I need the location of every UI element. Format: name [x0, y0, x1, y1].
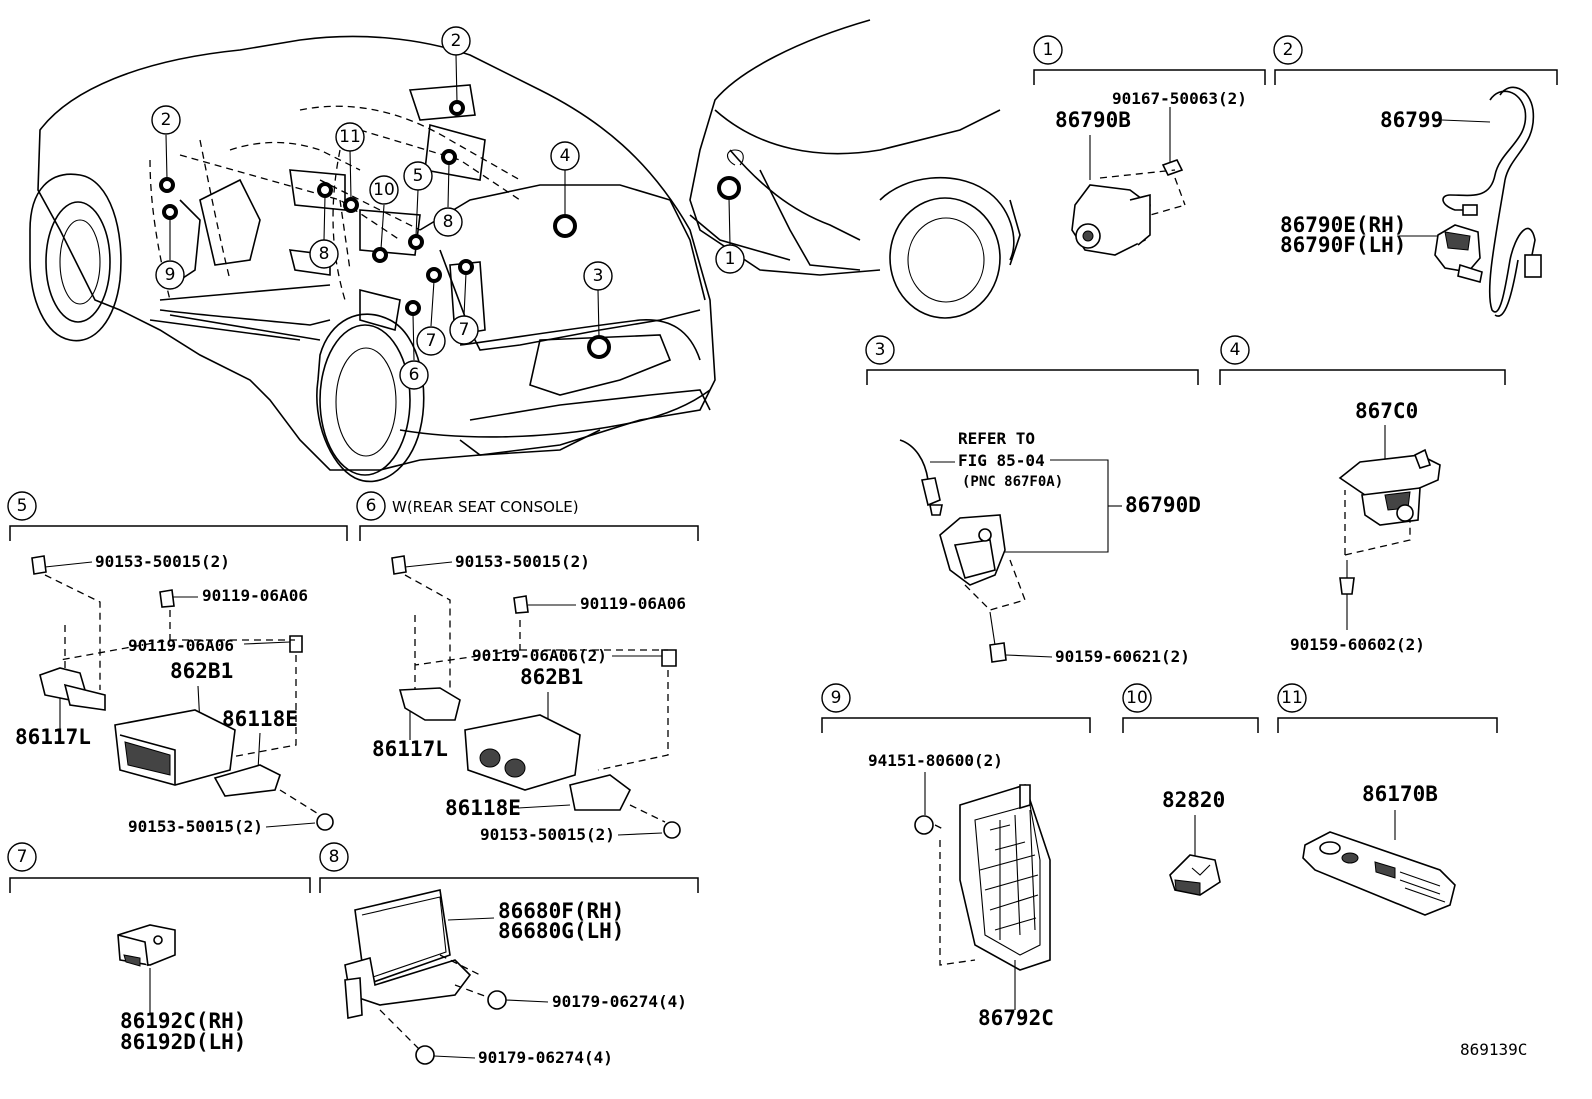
part-86792C: 86792C: [978, 1006, 1054, 1030]
svg-text:3: 3: [593, 266, 604, 286]
svg-text:9: 9: [165, 265, 176, 285]
part-86790D: 86790D: [1125, 493, 1201, 517]
part-86192D: 86192D(LH): [120, 1030, 246, 1054]
section-2-side-camera: 86799 86790E(RH) 86790F(LH): [1280, 86, 1542, 317]
callout-5: 5: [403, 161, 433, 191]
svg-text:5: 5: [413, 166, 424, 186]
section-1-front-camera: 90167-50063(2) 86790B: [1055, 89, 1247, 256]
callout-7a: 7: [449, 315, 479, 345]
callout-1: 1: [715, 244, 745, 274]
section-5-number: 5: [17, 496, 28, 516]
part-90159-60621: 90159-60621(2): [1055, 647, 1190, 666]
part-86192C: 86192C(RH): [120, 1009, 246, 1033]
svg-text:8: 8: [319, 244, 330, 264]
refer-to-line-2: FIG 85-04: [958, 451, 1045, 470]
part-94151-80600: 94151-80600(2): [868, 751, 1003, 770]
part-s5-86118E: 86118E: [222, 707, 298, 731]
callout-8b: 8: [433, 207, 463, 237]
section-6-number: 6: [366, 496, 377, 516]
part-86790E: 86790E(RH): [1280, 213, 1406, 237]
part-s6-90153-d: 90153-50015(2): [480, 825, 615, 844]
svg-text:11: 11: [339, 127, 361, 147]
part-s6-90153-a: 90153-50015(2): [455, 552, 590, 571]
callout-7b: 7: [416, 326, 446, 356]
svg-text:4: 4: [560, 146, 571, 166]
part-90167-50063: 90167-50063(2): [1112, 89, 1247, 108]
section-3-number: 3: [875, 340, 886, 360]
part-s5-90153-a: 90153-50015(2): [95, 552, 230, 571]
section-7-number: 7: [17, 847, 28, 867]
part-s8-90179-b: 90179-06274(4): [478, 1048, 613, 1067]
callout-4: 4: [550, 141, 580, 171]
part-s5-90153-d: 90153-50015(2): [128, 817, 263, 836]
part-s6-90119-b: 90119-06A06: [580, 594, 686, 613]
part-867C0: 867C0: [1355, 399, 1418, 423]
section-11-number: 11: [1281, 688, 1303, 708]
vehicle-overview-rear: [29, 35, 716, 483]
part-s6-90119-c: 90119-06A06(2): [472, 646, 607, 665]
part-s5-862B1: 862B1: [170, 659, 233, 683]
section-4-unit: 867C0 90159-60602(2): [1290, 399, 1441, 654]
section-6-bracket-assembly: 90153-50015(2) 90119-06A06 90119-06A06(2…: [372, 552, 686, 844]
section-brackets: 1 2 3 4 5 6 W(REAR SEAT CONSOLE) 7 8 9 1…: [7, 35, 1558, 893]
svg-text:8: 8: [443, 212, 454, 232]
section-10-switch: 82820: [1162, 788, 1225, 896]
part-s8-90179-a: 90179-06274(4): [552, 992, 687, 1011]
part-86680G: 86680G(LH): [498, 919, 624, 943]
callout-10: 10: [369, 175, 399, 205]
section-10-number: 10: [1126, 688, 1148, 708]
callout-2b: 2: [441, 26, 471, 56]
callout-9: 9: [155, 260, 185, 290]
svg-text:2: 2: [451, 31, 462, 51]
svg-text:1: 1: [725, 249, 736, 269]
svg-text:10: 10: [373, 180, 395, 200]
part-s6-86118E: 86118E: [445, 796, 521, 820]
callout-2a: 2: [151, 105, 181, 135]
section-4-number: 4: [1230, 340, 1241, 360]
svg-text:6: 6: [409, 365, 420, 385]
section-6-title: W(REAR SEAT CONSOLE): [392, 498, 579, 516]
section-2-number: 2: [1283, 40, 1294, 60]
svg-text:2: 2: [161, 110, 172, 130]
part-86790F: 86790F(LH): [1280, 233, 1406, 257]
section-9-ecu: 94151-80600(2) 86792C: [868, 751, 1054, 1030]
part-82820: 82820: [1162, 788, 1225, 812]
part-s5-90119-b: 90119-06A06: [202, 586, 308, 605]
callout-8a: 8: [309, 239, 339, 269]
part-86680F: 86680F(RH): [498, 899, 624, 923]
callout-11: 11: [335, 122, 365, 152]
section-8-display: 86680F(RH) 86680G(LH) 90179-06274(4) 901…: [344, 889, 687, 1067]
svg-text:7: 7: [426, 331, 437, 351]
vehicle-overview-front: [689, 19, 1021, 319]
section-5-bracket-assembly: 90153-50015(2) 90119-06A06 90119-06A06 8…: [15, 552, 334, 836]
figure-code: 869139C: [1460, 1040, 1527, 1059]
part-86790B: 86790B: [1055, 108, 1131, 132]
part-s5-90119-c: 90119-06A06: [128, 636, 234, 655]
callout-6: 6: [399, 360, 429, 390]
part-s6-86117L: 86117L: [372, 737, 448, 761]
overview-callouts: 2 9 8 11 10 5 8 2 7 7 6 4 3 1: [151, 26, 745, 390]
refer-to-line-1: REFER TO: [958, 429, 1035, 448]
section-9-number: 9: [831, 688, 842, 708]
section-11-remote: 86170B: [1302, 782, 1456, 916]
part-90159-60602: 90159-60602(2): [1290, 635, 1425, 654]
part-86799: 86799: [1380, 108, 1443, 132]
part-86170B: 86170B: [1362, 782, 1438, 806]
part-s6-862B1: 862B1: [520, 665, 583, 689]
svg-text:7: 7: [459, 320, 470, 340]
section-8-number: 8: [329, 847, 340, 867]
section-1-number: 1: [1043, 40, 1054, 60]
section-3-rear-camera: REFER TO FIG 85-04 (PNC 867F0A) 86790D 9…: [899, 429, 1201, 666]
refer-to-line-3: (PNC 867F0A): [962, 474, 1063, 490]
part-s5-86117L: 86117L: [15, 725, 91, 749]
callout-3: 3: [583, 261, 613, 291]
section-7-switch: 86192C(RH) 86192D(LH): [117, 924, 246, 1054]
